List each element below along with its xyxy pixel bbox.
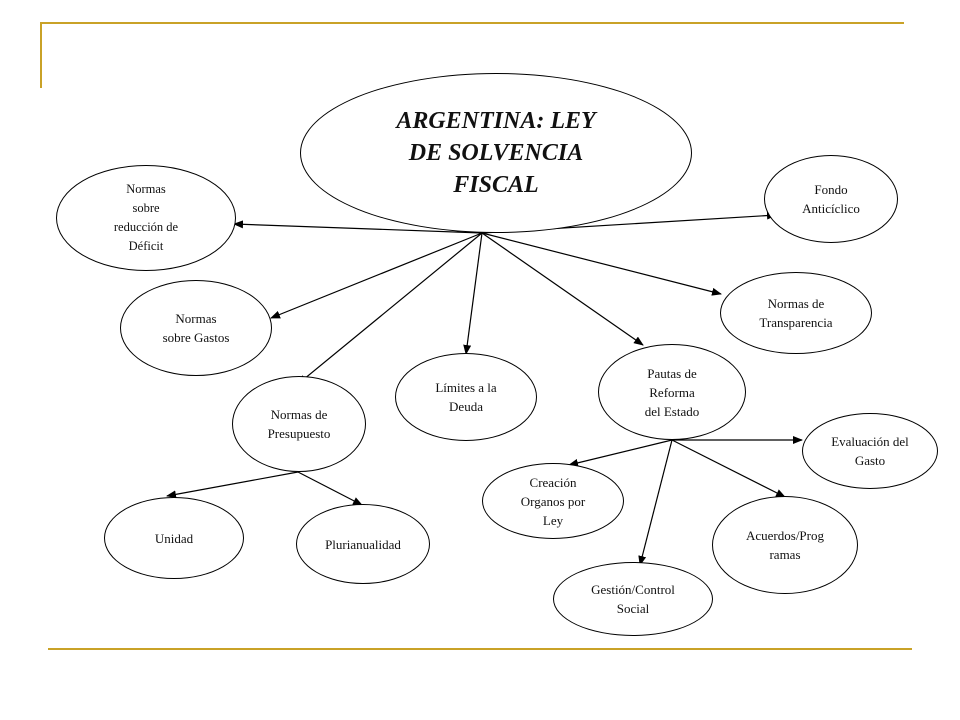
node-gestion-control-label: Gestión/Control Social xyxy=(591,582,675,616)
node-unidad-label: Unidad xyxy=(154,530,194,546)
main-title: ARGENTINA: LEY DE SOLVENCIA FISCAL xyxy=(396,108,596,198)
arrow-to-normas-gastos xyxy=(270,232,483,319)
node-normas-presupuesto-label: Normas de Presupuesto xyxy=(267,407,331,441)
node-normas-deficit-label: Normas sobre reducción de Déficit xyxy=(113,182,179,253)
node-evaluacion-gasto: Evaluación del Gasto xyxy=(802,413,938,489)
node-fondo-anticiclico: Fondo Anticíclico xyxy=(764,155,898,243)
node-gestion-control: Gestión/Control Social xyxy=(553,562,713,636)
arrow-to-creacion-organos xyxy=(568,439,673,467)
bottom-rule xyxy=(48,648,912,650)
arrow-to-limites-deuda xyxy=(463,232,483,355)
node-acuerdos-programas: Acuerdos/Prog ramas xyxy=(712,496,858,594)
node-limites-deuda: Límites a la Deuda xyxy=(395,353,537,441)
node-normas-transparencia: Normas de Transparencia xyxy=(720,272,872,354)
arrow-to-normas-presupuesto xyxy=(297,232,483,385)
node-limites-deuda-label: Límites a la Deuda xyxy=(435,380,497,414)
node-plurianualidad: Plurianualidad xyxy=(296,504,430,584)
arrow-to-normas-deficit xyxy=(233,220,483,234)
node-pautas-reforma: Pautas de Reforma del Estado xyxy=(598,344,746,440)
main-title-node: ARGENTINA: LEY DE SOLVENCIA FISCAL xyxy=(300,73,692,233)
arrow-to-gestion-control xyxy=(638,439,673,566)
node-normas-presupuesto: Normas de Presupuesto xyxy=(232,376,366,472)
node-evaluacion-gasto-label: Evaluación del Gasto xyxy=(831,434,909,468)
node-plurianualidad-label: Plurianualidad xyxy=(325,536,401,552)
left-rule xyxy=(40,22,42,88)
arrow-to-plurianualidad xyxy=(297,471,363,506)
top-rule xyxy=(40,22,904,24)
node-normas-gastos: Normas sobre Gastos xyxy=(120,280,272,376)
arrow-to-pautas-reforma xyxy=(481,232,644,346)
node-creacion-organos-label: Creación Organos por Ley xyxy=(520,474,586,528)
node-normas-gastos-label: Normas sobre Gastos xyxy=(162,311,230,345)
node-unidad: Unidad xyxy=(104,497,244,579)
arrow-to-acuerdos-programas xyxy=(671,439,786,498)
node-acuerdos-programas-label: Acuerdos/Prog ramas xyxy=(746,528,824,562)
node-normas-transparencia-label: Normas de Transparencia xyxy=(759,296,833,330)
node-creacion-organos: Creación Organos por Ley xyxy=(482,463,624,539)
arrow-to-unidad xyxy=(166,471,299,499)
node-fondo-anticiclico-label: Fondo Anticíclico xyxy=(802,182,860,216)
node-normas-deficit: Normas sobre reducción de Déficit xyxy=(56,165,236,271)
arrow-to-normas-transparencia xyxy=(481,232,722,296)
node-pautas-reforma-label: Pautas de Reforma del Estado xyxy=(644,365,700,419)
